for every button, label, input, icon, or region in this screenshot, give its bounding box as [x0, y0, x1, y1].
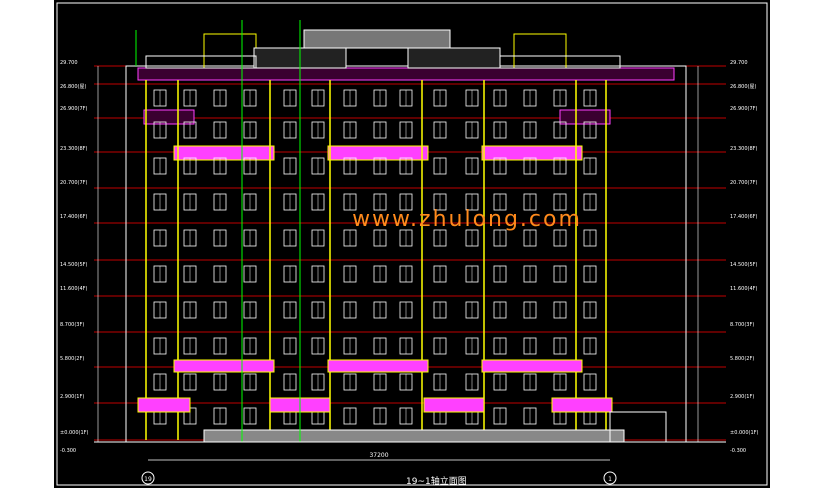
level-mark-right: 8.700(3F): [730, 322, 754, 328]
drawing-sheet: 37200 19 1 29.700 26.800(屋) 26.900(7F) 23.300(…: [54, 0, 770, 488]
grid-axis-right: 1: [608, 476, 612, 483]
level-mark-right: 26.900(7F): [730, 106, 758, 112]
level-mark-left: 17.400(6F): [60, 214, 88, 220]
entry-canopy-1: [137, 397, 191, 413]
grid-bubble-right: [603, 471, 617, 485]
entry-canopy-4: [551, 397, 613, 413]
drawing-title: 19~1轴立面图: [406, 477, 467, 487]
level-mark-right: 17.400(6F): [730, 214, 758, 220]
level-mark-right: 14.500(5F): [730, 262, 758, 268]
roof-block-right: [407, 47, 501, 69]
level-mark-right: ±0.000(1F): [730, 430, 759, 436]
elevation-drawing: 37200 19 1 29.700 26.800(屋) 26.900(7F) 23.300(…: [56, 2, 768, 486]
balcony-top-left: [143, 109, 195, 125]
level-mark-left: 11.600(4F): [60, 286, 88, 292]
level-mark-left: 26.900(7F): [60, 106, 88, 112]
roof-parapet: [137, 67, 675, 81]
level-mark-left: ±0.000(1F): [60, 430, 89, 436]
roof-top-center: [303, 29, 451, 49]
canopy-left: [173, 359, 275, 373]
level-mark-right: 26.800(屋): [730, 84, 756, 90]
balcony-top-right: [559, 109, 611, 125]
level-mark-left: -0.300: [60, 448, 76, 454]
level-mark-left: 20.700(7F): [60, 180, 88, 186]
roof-stair-right: [513, 33, 567, 69]
level-mark-left: 14.500(5F): [60, 262, 88, 268]
level-mark-right: -0.300: [730, 448, 746, 454]
sheet-border: [56, 2, 768, 486]
grid-bubble-left: [141, 471, 155, 485]
roof-stair-left: [203, 33, 257, 69]
cornice-right: [481, 145, 583, 161]
level-mark-right: 20.700(7F): [730, 180, 758, 186]
cornice-left: [173, 145, 275, 161]
entry-canopy-3: [423, 397, 485, 413]
cornice-center: [327, 145, 429, 161]
level-mark-left: 23.300(8F): [60, 146, 88, 152]
grid-axis-left: 19: [144, 476, 152, 483]
level-mark-right: 23.300(8F): [730, 146, 758, 152]
roof-rail-left: [145, 55, 257, 69]
level-mark-right: 5.800(2F): [730, 356, 754, 362]
level-mark-left: 8.700(3F): [60, 322, 84, 328]
level-mark-right: 11.600(4F): [730, 286, 758, 292]
canopy-center: [327, 359, 429, 373]
canopy-right: [481, 359, 583, 373]
plinth: [203, 429, 625, 443]
level-mark-left: 5.800(2F): [60, 356, 84, 362]
level-mark-left: 26.800(屋): [60, 84, 86, 90]
level-mark-left: 2.900(1F): [60, 394, 84, 400]
level-mark-right: 29.700: [730, 60, 748, 66]
overall-dimension-text: 37200: [369, 452, 388, 459]
level-mark-right: 2.900(1F): [730, 394, 754, 400]
level-mark-left: 29.700: [60, 60, 78, 66]
roof-rail-right: [499, 55, 621, 69]
